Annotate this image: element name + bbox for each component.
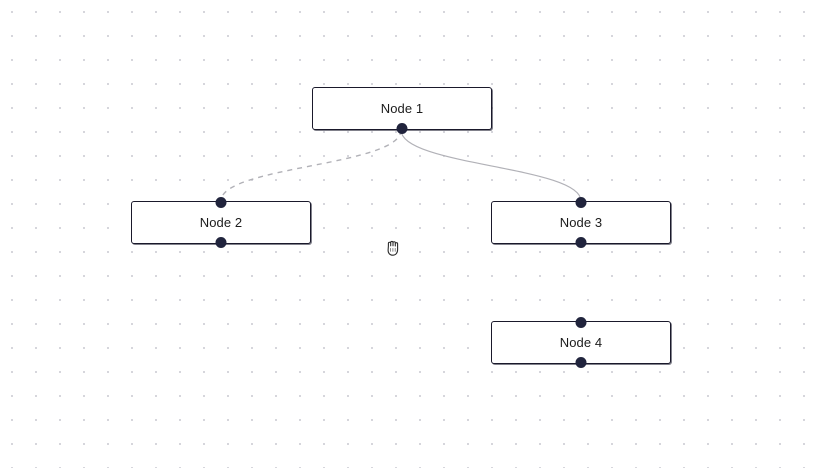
node-3-bottom-handle[interactable] — [575, 237, 587, 248]
node-2-top-handle[interactable] — [215, 197, 227, 208]
node-3-label: Node 3 — [559, 215, 603, 230]
node-2-label: Node 2 — [199, 215, 243, 230]
node-2-bottom-handle[interactable] — [215, 237, 227, 248]
node-4-label: Node 4 — [559, 335, 603, 350]
flow-node-node-3[interactable]: Node 3 — [491, 197, 671, 248]
node-3-top-handle[interactable] — [575, 197, 587, 208]
edge-node-1-to-node-3[interactable] — [400, 129, 582, 202]
flow-node-node-1[interactable]: Node 1 — [312, 87, 492, 134]
node-1-label: Node 1 — [380, 101, 424, 116]
node-1-bottom-handle[interactable] — [396, 123, 408, 134]
node-4-top-handle[interactable] — [575, 317, 587, 328]
flow-node-node-2[interactable]: Node 2 — [131, 197, 311, 248]
edge-node-1-to-node-2[interactable] — [220, 129, 402, 202]
flow-node-node-4[interactable]: Node 4 — [491, 317, 671, 368]
node-4-bottom-handle[interactable] — [575, 357, 587, 368]
grabbing-hand-cursor — [383, 237, 405, 259]
